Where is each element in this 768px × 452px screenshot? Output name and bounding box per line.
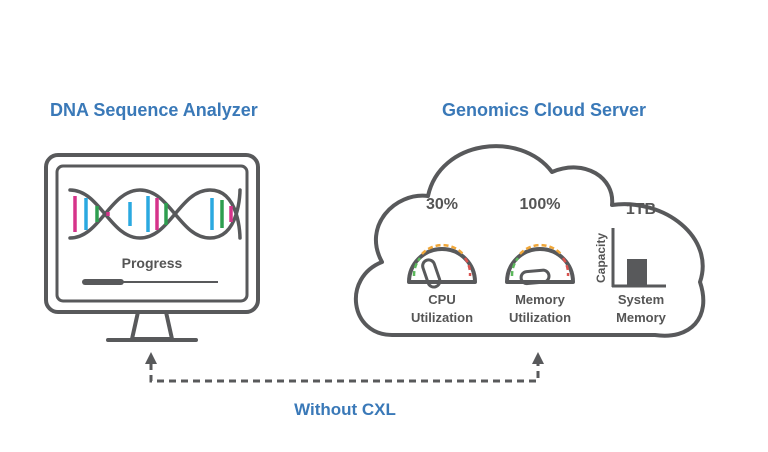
cloud-outline — [353, 144, 706, 338]
memory-value: 100% — [520, 196, 561, 213]
progress-label: Progress — [122, 255, 183, 271]
system-memory-bar — [627, 259, 647, 285]
cpu-label-line2: Utilization — [411, 310, 473, 325]
capacity-axis-label: Capacity — [594, 233, 608, 283]
system-memory-chart — [611, 228, 666, 288]
arrowhead-right-icon — [532, 352, 544, 364]
connection-label: Without CXL — [294, 400, 396, 419]
cpu-value: 30% — [426, 196, 458, 213]
system-memory-label-line2: Memory — [616, 310, 667, 325]
server-title: Genomics Cloud Server — [442, 100, 646, 120]
system-memory-label-line1: System — [618, 292, 664, 307]
connection-arrow — [145, 352, 544, 383]
analyzer-title: DNA Sequence Analyzer — [50, 100, 258, 120]
cpu-needle — [421, 258, 442, 289]
monitor-icon — [44, 153, 260, 342]
memory-label-line1: Memory — [515, 292, 566, 307]
memory-gauge — [505, 243, 575, 286]
cpu-label-line1: CPU — [428, 292, 455, 307]
system-memory-value: 1TB — [626, 201, 656, 218]
dna-helix-icon — [68, 188, 242, 240]
arrowhead-left-icon — [145, 352, 157, 364]
memory-label-line2: Utilization — [509, 310, 571, 325]
memory-needle — [519, 268, 551, 286]
cpu-gauge — [407, 243, 477, 289]
